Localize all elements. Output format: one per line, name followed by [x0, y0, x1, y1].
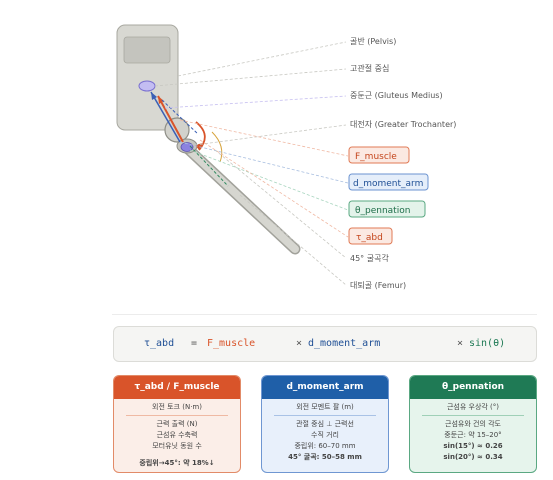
- femur-shaft: [182, 143, 299, 253]
- label-hip-center: 고관절 중심: [350, 63, 389, 73]
- card-tau-subtitle: 외전 토크 (N·m): [152, 403, 202, 411]
- leader-pelvis: [177, 41, 347, 77]
- formula-box: τ_abd = F_muscle × d_moment_arm × sin(θ): [113, 326, 537, 362]
- card-moment-line: 수직 거리: [311, 431, 339, 439]
- card-tau-line: 근력 출력 (N): [156, 420, 198, 428]
- moment-arm-tag: [348, 173, 429, 191]
- label-theta-pennation: θ_pennation: [355, 206, 410, 216]
- f-muscle-vector: [157, 95, 184, 143]
- leader-trochanter: [194, 124, 347, 146]
- leader-pennation: [189, 149, 349, 211]
- card-moment-line: 중립위: 60–70 mm: [294, 442, 356, 450]
- label-tau-abd: τ_abd: [356, 233, 383, 243]
- card-pennation-line: 중둔근: 약 15–20°: [444, 431, 502, 439]
- leader-flexion: [214, 149, 347, 259]
- flexion-angle-arc: [211, 131, 223, 163]
- card-tau-title: τ_abd / F_muscle: [114, 376, 240, 399]
- label-greater-trochanter: 대전자 (Greater Trochanter): [350, 119, 456, 129]
- formula-sin: sin(θ): [469, 338, 506, 349]
- gluteus-arrowhead: [151, 92, 157, 100]
- leader-f-muscle: [179, 119, 349, 157]
- tau-tag: [348, 227, 393, 245]
- card-pennation-line: sin(15°) ≈ 0.26: [443, 442, 503, 450]
- hip-abduction-diagram: 골반 (Pelvis) 고관절 중심 중둔근 (Gluteus Medius) …: [116, 24, 456, 290]
- torque-arc: [195, 121, 206, 151]
- card-tau-line: 모터유닛 동원 수: [152, 442, 202, 450]
- card-pennation-line: 근섬유와 건의 각도: [445, 420, 501, 428]
- card-pennation: θ_pennation 근섬유 우상각 (°) 근섬유와 건의 각도 중둔근: …: [409, 375, 537, 473]
- formula-equals: =: [191, 338, 198, 349]
- card-pennation-subtitle: 근섬유 우상각 (°): [446, 403, 500, 411]
- label-d-moment-arm: d_moment_arm: [353, 179, 423, 189]
- card-pennation-title: θ_pennation: [410, 376, 536, 399]
- card-moment-line: 45° 굴곡: 50–58 mm: [288, 453, 362, 461]
- card-moment-title: d_moment_arm: [262, 376, 388, 399]
- leader-femur: [239, 194, 347, 286]
- card-tau-footer: 중립위→45°: 약 18%↓: [139, 459, 215, 467]
- card-tau-line: 근섬유 수축력: [156, 431, 198, 439]
- pelvis-inner-shape: [123, 36, 171, 64]
- leader-hip-center: [154, 68, 347, 87]
- card-moment-subtitle: 외전 모멘트 팔 (m): [296, 403, 354, 411]
- leader-tau: [199, 139, 349, 238]
- card-pennation-rule: [422, 415, 524, 416]
- pennation-tag: [348, 200, 426, 218]
- formula-times-2: ×: [457, 338, 464, 349]
- hip-center-marker: [138, 80, 156, 92]
- formula-d-moment-arm: d_moment_arm: [308, 338, 381, 349]
- formula-times-1: ×: [296, 338, 303, 349]
- leader-moment-arm: [179, 141, 349, 184]
- card-tau-f-muscle: τ_abd / F_muscle 외전 토크 (N·m) 근력 출력 (N) 근…: [113, 375, 241, 473]
- pennation-line: [189, 145, 229, 187]
- gluteus-line: [150, 91, 181, 143]
- label-femur: 대퇴골 (Femur): [350, 281, 406, 290]
- formula-tau: τ_abd: [144, 338, 175, 349]
- leader-gluteus: [164, 95, 347, 109]
- section-divider: [112, 314, 537, 315]
- label-f-muscle: F_muscle: [355, 152, 397, 162]
- moment-arm-line: [161, 99, 199, 135]
- f-muscle-tag: [348, 146, 410, 164]
- card-pennation-line: sin(20°) ≈ 0.34: [443, 453, 503, 461]
- card-moment-arm: d_moment_arm 외전 모멘트 팔 (m) 관절 중심 ⊥ 근력선 수직…: [261, 375, 389, 473]
- label-flexion-45: 45° 굴곡각: [350, 253, 389, 263]
- formula-f-muscle: F_muscle: [207, 338, 256, 349]
- card-tau-rule: [126, 415, 228, 416]
- card-moment-line: 관절 중심 ⊥ 근력선: [296, 420, 354, 428]
- label-pelvis: 골반 (Pelvis): [350, 37, 396, 46]
- f-muscle-arrowhead: [158, 96, 164, 104]
- label-gluteus-medius: 중둔근 (Gluteus Medius): [350, 91, 443, 100]
- card-moment-rule: [274, 415, 376, 416]
